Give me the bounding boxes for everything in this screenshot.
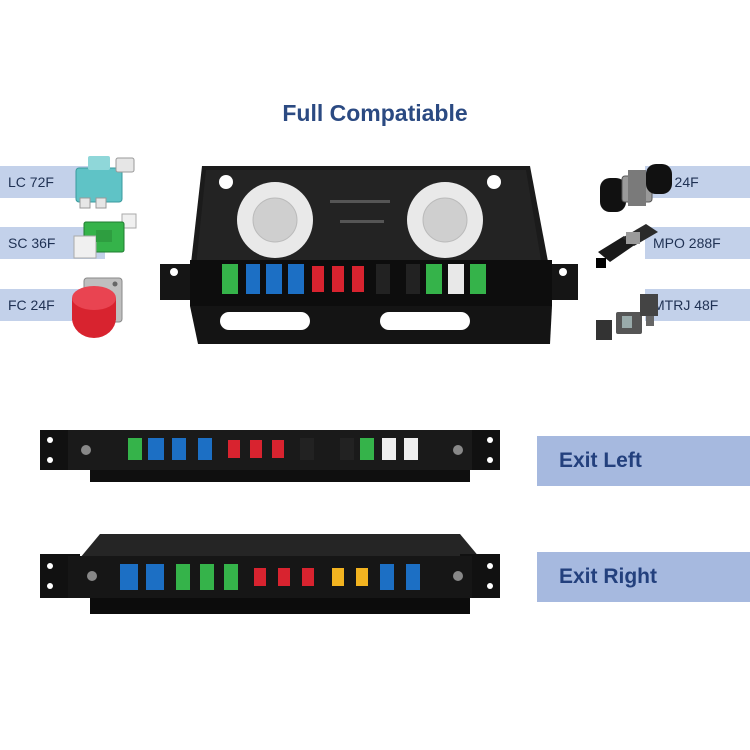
mpo-adapter-image (594, 218, 664, 274)
mtrj-adapter-image (594, 292, 664, 348)
tag-mpo-288f: MPO 288F (645, 227, 750, 259)
exit-left-label: Exit Left (537, 436, 750, 486)
open-patch-panel-image (150, 160, 600, 350)
st-adapter-image (598, 158, 674, 216)
sc-adapter-image (70, 210, 140, 266)
exit-right-label: Exit Right (537, 552, 750, 602)
fc-adapter-image (62, 270, 134, 342)
page-title: Full Compatiable (282, 100, 468, 126)
tag-mtrj-48f: MTRJ 48F (645, 289, 750, 321)
exit-right-panel-image (40, 530, 500, 620)
exit-left-panel-image (40, 426, 500, 486)
lc-adapter-image (66, 150, 142, 212)
